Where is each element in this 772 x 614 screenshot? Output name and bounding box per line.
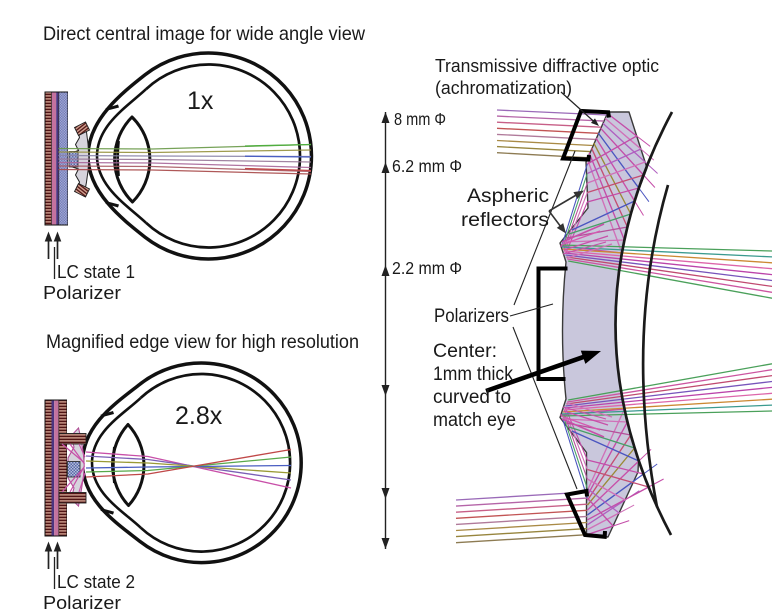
svg-text:Magnified edge view for high r: Magnified edge view for high resolution bbox=[46, 331, 359, 353]
svg-text:2.2 mm Φ: 2.2 mm Φ bbox=[392, 258, 462, 278]
svg-text:curved to: curved to bbox=[433, 387, 511, 408]
svg-text:2.8x: 2.8x bbox=[175, 402, 223, 430]
svg-text:Polarizer: Polarizer bbox=[43, 592, 121, 613]
svg-text:Aspheric: Aspheric bbox=[467, 186, 549, 207]
svg-text:(achromatization): (achromatization) bbox=[435, 77, 572, 98]
svg-text:1mm thick: 1mm thick bbox=[433, 364, 513, 385]
svg-text:LC state 2: LC state 2 bbox=[57, 571, 135, 592]
svg-text:Center:: Center: bbox=[433, 341, 497, 362]
svg-text:Direct central image for wide: Direct central image for wide angle view bbox=[43, 23, 366, 45]
svg-text:match eye: match eye bbox=[433, 410, 516, 431]
svg-text:reflectors: reflectors bbox=[461, 210, 549, 231]
svg-text:1x: 1x bbox=[187, 87, 214, 115]
svg-text:LC state 1: LC state 1 bbox=[57, 261, 135, 282]
svg-text:Transmissive diffractive optic: Transmissive diffractive optic bbox=[435, 55, 659, 76]
svg-text:6.2 mm Φ: 6.2 mm Φ bbox=[392, 156, 462, 176]
svg-text:8 mm Φ: 8 mm Φ bbox=[394, 109, 446, 129]
svg-text:Polarizers: Polarizers bbox=[434, 306, 509, 327]
svg-text:Polarizer: Polarizer bbox=[43, 282, 121, 303]
